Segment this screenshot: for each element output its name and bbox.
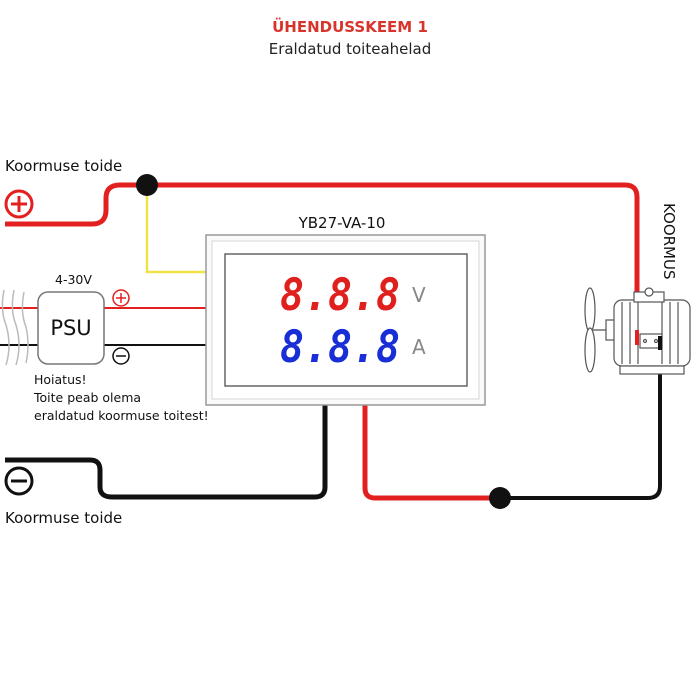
diagram-subtitle: Eraldatud toiteahelad: [269, 40, 432, 58]
junction-positive: [136, 174, 158, 196]
motor-icon: [584, 287, 691, 375]
current-unit: A: [412, 335, 426, 359]
load-return-wire: [500, 350, 662, 500]
psu-warning-line-3: eraldatud koormuse toitest!: [34, 408, 209, 423]
psu-plus-icon: [112, 289, 130, 307]
current-display: 8.8.8: [280, 322, 400, 373]
meter-device: [205, 234, 486, 406]
minus-terminal-icon: [4, 466, 34, 496]
meter-model-label: YB27-VA-10: [298, 214, 386, 232]
voltage-unit: V: [412, 283, 426, 307]
load-negative-wire: [5, 400, 328, 500]
psu-warning-line-2: Toite peab olema: [33, 390, 141, 405]
voltage-display: 8.8.8: [280, 270, 400, 321]
junction-negative: [489, 487, 511, 509]
load-negative-label: Koormuse toide: [5, 509, 122, 527]
psu-label: PSU: [50, 316, 91, 340]
psu-box: [37, 291, 105, 365]
psu-warning-line-1: Hoiatus!: [34, 372, 87, 387]
psu-wires: [0, 307, 208, 346]
plus-terminal-icon: [4, 189, 34, 219]
mains-wiggle-icon: [1, 289, 29, 366]
meter-shunt-red-wire: [362, 405, 500, 501]
psu-voltage-label: 4-30V: [55, 272, 92, 287]
voltage-sense-wire: [145, 185, 208, 274]
psu-minus-icon: [112, 347, 130, 365]
diagram-title: ÜHENDUSSKEEM 1: [272, 17, 428, 36]
load-label: KOORMUS: [660, 203, 678, 280]
load-positive-label: Koormuse toide: [5, 157, 122, 175]
load-positive-wire: [5, 182, 640, 350]
